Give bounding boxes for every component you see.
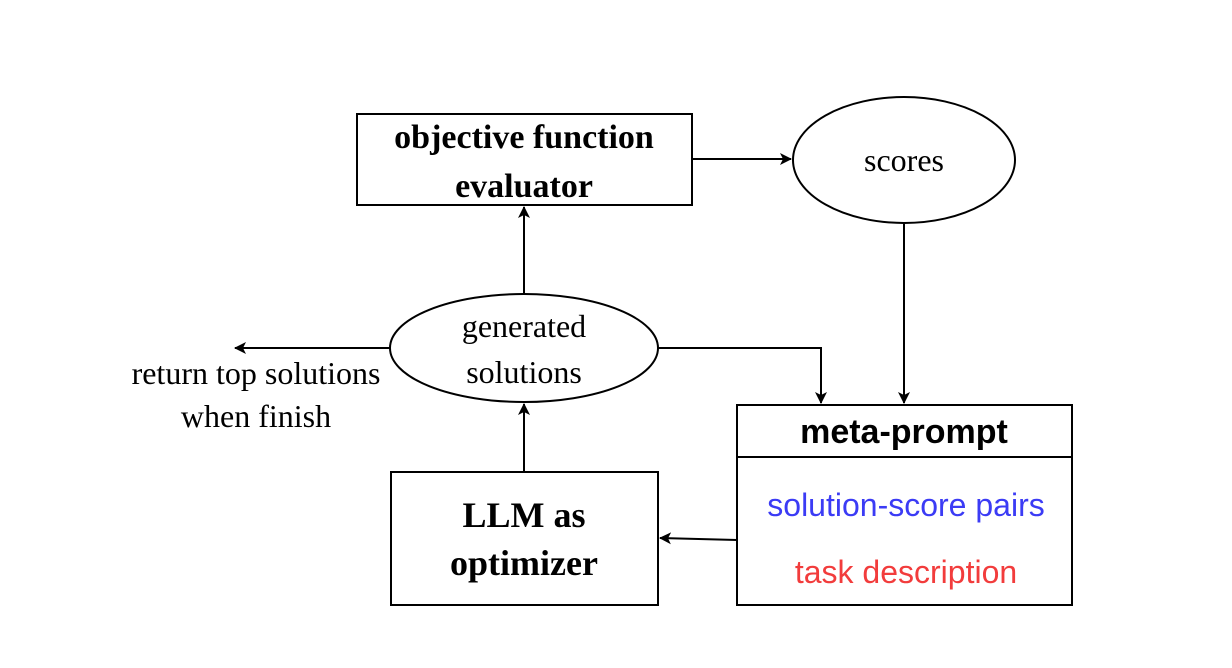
scores-label: scores	[864, 142, 944, 178]
llm-optimizer-label-line2: optimizer	[450, 543, 598, 583]
meta-prompt-title: meta-prompt	[800, 413, 1008, 451]
generated-solutions-label-line1: generated	[462, 308, 586, 344]
evaluator-label-line2: evaluator	[455, 168, 593, 205]
evaluator-box	[356, 113, 693, 206]
evaluator-label-line1: objective function	[394, 119, 654, 156]
scores-node: scores	[792, 96, 1016, 224]
llm-optimizer-label-line1: LLM as	[462, 495, 585, 535]
arrow-solutions-to-meta-prompt	[658, 347, 827, 404]
return-label-line2: when finish	[181, 398, 331, 434]
meta-prompt-node: meta-prompt solution-score pairs task de…	[736, 404, 1073, 606]
generated-solutions-node: generated solutions	[389, 293, 659, 403]
generated-solutions-label-line2: solutions	[466, 354, 582, 390]
meta-prompt-solution-score-pairs: solution-score pairs	[767, 487, 1044, 523]
llm-optimizer-box	[390, 471, 659, 606]
return-solutions-note: return top solutions when finish	[132, 355, 381, 434]
meta-prompt-box	[736, 404, 1073, 606]
meta-prompt-task-description: task description	[795, 554, 1017, 590]
evaluator-node: objective function evaluator	[356, 113, 693, 206]
arrow-meta-prompt-to-optimizer	[659, 532, 738, 545]
return-label-line1: return top solutions	[132, 355, 381, 391]
llm-optimizer-node: LLM as optimizer	[390, 471, 659, 606]
scores-ellipse	[792, 96, 1016, 224]
